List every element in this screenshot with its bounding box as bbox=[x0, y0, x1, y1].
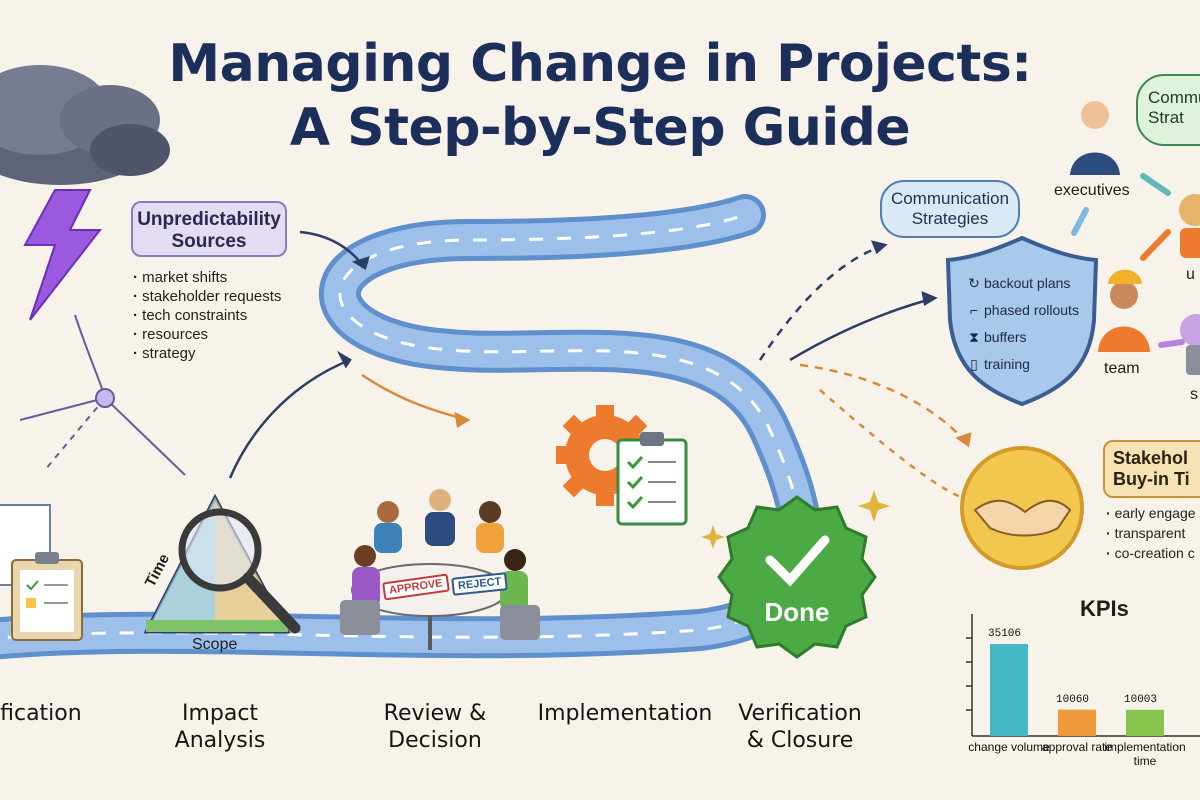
stakeholder-heading: Stakehol Buy-in Ti bbox=[1103, 440, 1200, 498]
list-item: transparent bbox=[1106, 523, 1196, 543]
step-verification-closure-label: Verification & Closure bbox=[738, 701, 862, 753]
stakeholder-tips-list: early engage transparent co-creation c bbox=[1106, 503, 1196, 563]
page-title-line-2: A Step-by-Step Guide bbox=[289, 98, 911, 158]
kpi-bar bbox=[990, 644, 1028, 736]
list-item: ↻backout plans bbox=[966, 270, 1079, 297]
team-label: team bbox=[1104, 360, 1140, 377]
communication-bubble: Communication Strategies bbox=[880, 180, 1020, 238]
page-title-line-1: Managing Change in Projects: bbox=[168, 34, 1032, 94]
list-item: market shifts bbox=[133, 268, 281, 287]
contingency-list: ↻backout plans ⌐phased rollouts ⧗buffers… bbox=[966, 270, 1079, 378]
done-seal-icon bbox=[701, 490, 890, 659]
flow-arrows bbox=[228, 230, 972, 502]
connector-lines bbox=[1071, 173, 1185, 348]
book-icon: ▯ bbox=[970, 356, 978, 372]
list-item: tech constraints bbox=[133, 306, 281, 325]
list-item: co-creation c bbox=[1106, 543, 1196, 563]
executives-label: executives bbox=[1054, 182, 1130, 199]
kpi-bar bbox=[1126, 709, 1164, 736]
communication-bubble-partial: Commu Strat bbox=[1136, 74, 1200, 146]
team-avatar bbox=[1098, 269, 1150, 352]
kpi-category-label: approval rate bbox=[1041, 740, 1113, 754]
list-item: resources bbox=[133, 325, 281, 344]
step-review-decision-label: Review & Decision bbox=[383, 701, 487, 753]
handshake-icon bbox=[960, 446, 1084, 570]
checklist-icon bbox=[616, 432, 688, 526]
kpi-bar bbox=[1058, 709, 1096, 736]
kpi-value-label: 35106 bbox=[988, 628, 1022, 640]
sponsor-avatar-partial bbox=[1180, 314, 1200, 375]
list-item: strategy bbox=[133, 344, 281, 363]
unpredictability-list: market shifts stakeholder requests tech … bbox=[133, 268, 281, 363]
list-item: stakeholder requests bbox=[133, 287, 281, 306]
shield-icon bbox=[945, 235, 1099, 407]
stairs-icon: ⌐ bbox=[969, 302, 979, 318]
kpi-category-label: implementation time bbox=[1104, 740, 1186, 768]
executive-avatar bbox=[1070, 101, 1120, 175]
list-item: ⧗buffers bbox=[966, 324, 1079, 351]
users-avatar-partial bbox=[1179, 194, 1200, 258]
list-item: ▯training bbox=[966, 351, 1079, 378]
kpi-bars bbox=[990, 644, 1164, 736]
list-item: early engage bbox=[1106, 503, 1196, 523]
unpredictability-heading: Unpredictability Sources bbox=[131, 201, 287, 257]
users-label-partial: u bbox=[1186, 266, 1195, 283]
magnifier-icon bbox=[178, 508, 301, 634]
uncertainty-network bbox=[19, 314, 186, 476]
kpi-category-label: change volume bbox=[968, 740, 1050, 754]
kpi-value-label: 10003 bbox=[1124, 693, 1158, 706]
step-identification-label: ification bbox=[0, 701, 82, 726]
hourglass-icon: ⧗ bbox=[969, 329, 979, 345]
step-impact-analysis-label: Impact Analysis bbox=[174, 701, 266, 753]
refresh-icon: ↻ bbox=[968, 275, 980, 291]
storm-cloud-icon bbox=[0, 65, 170, 321]
list-item: ⌐phased rollouts bbox=[966, 297, 1079, 324]
scope-label: Scope bbox=[192, 636, 238, 653]
kpi-title: KPIs bbox=[1080, 596, 1129, 621]
sponsors-label-partial: s bbox=[1190, 386, 1198, 403]
clipboard-icon bbox=[0, 504, 83, 641]
done-label: Done bbox=[764, 597, 830, 627]
kpi-value-label: 10060 bbox=[1056, 693, 1090, 706]
step-implementation-label: Implementation bbox=[537, 701, 713, 726]
